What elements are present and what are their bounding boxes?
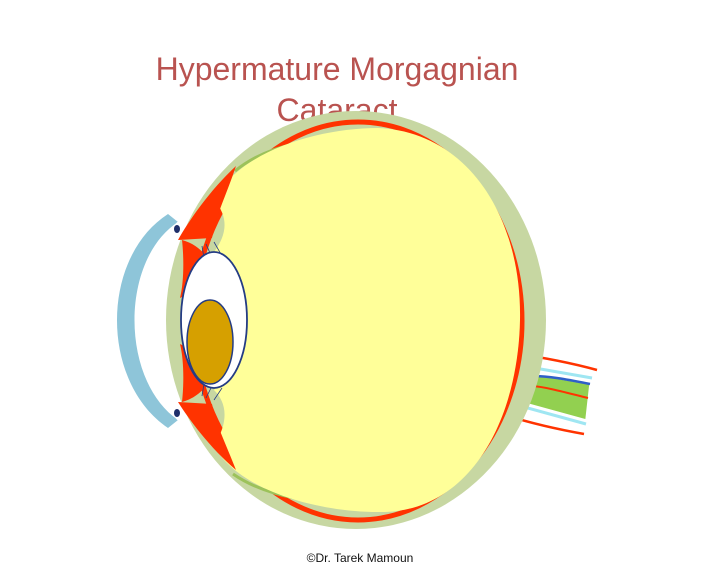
diagram-title: Hypermature Morgagnian Cataract <box>0 49 674 131</box>
schlemm-canal-upper <box>174 225 180 233</box>
cornea <box>117 214 178 428</box>
cornea-inner-edge <box>145 221 179 421</box>
lens-nucleus <box>186 299 234 385</box>
ciliary-body-lower <box>178 402 236 470</box>
title-line-1: Hypermature Morgagnian <box>155 51 519 88</box>
copyright-credit: ©Dr. Tarek Mamoun <box>306 551 414 565</box>
ciliary-body-upper <box>178 166 236 240</box>
vitreous-body <box>214 128 521 513</box>
schlemm-canal-lower <box>174 409 180 417</box>
